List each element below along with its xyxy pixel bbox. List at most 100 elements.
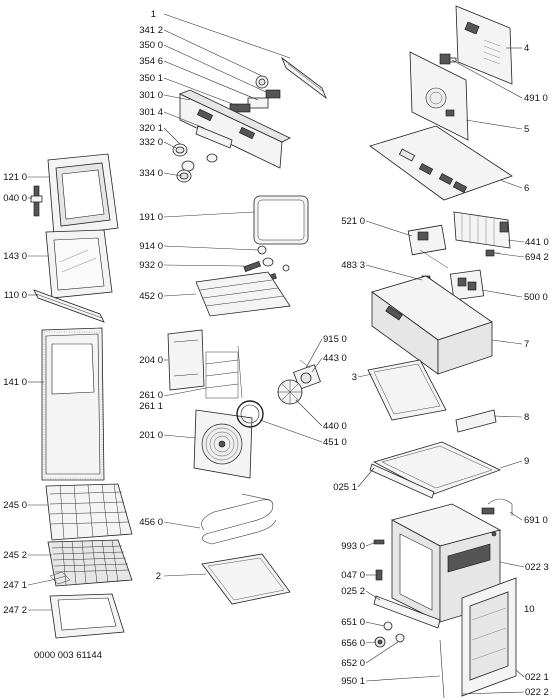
door-handle-drawing <box>33 289 105 323</box>
thermostat-drawing <box>485 249 500 257</box>
part-label: 191 0 <box>139 212 163 223</box>
rear-bracket-drawing <box>439 53 457 65</box>
back-panel-drawing <box>455 5 513 85</box>
door-glass-drawing <box>45 229 113 299</box>
heating-element-drawing <box>201 493 277 545</box>
shelf-guide-drawing <box>205 345 243 399</box>
part-label: 8 <box>524 412 529 423</box>
part-label: 456 0 <box>139 517 163 528</box>
part-label: 4 <box>524 43 529 54</box>
floor-panel-drawing <box>372 441 502 495</box>
part-label: 261 1 <box>139 401 163 412</box>
inner-glass-drawing <box>253 195 309 245</box>
part-label: 491 0 <box>524 93 548 104</box>
part-label: 7 <box>524 339 529 350</box>
part-label: 025 2 <box>341 586 365 597</box>
part-label: 121 0 <box>3 172 27 183</box>
part-label: 443 0 <box>323 353 347 364</box>
part-label: 301 4 <box>139 107 163 118</box>
switch-components-drawing <box>229 75 281 113</box>
rack-support-drawing <box>195 271 291 317</box>
part-label: 320 1 <box>139 123 163 134</box>
bottom-panel-drawing <box>201 553 291 605</box>
baking-tray-drawing <box>49 593 125 639</box>
part-label: 022 2 <box>525 687 549 698</box>
dense-rack-drawing <box>47 539 133 587</box>
part-label: 3 <box>352 372 357 383</box>
part-label: 143 0 <box>3 251 27 262</box>
control-knobs-drawing <box>172 143 218 183</box>
part-label: 993 0 <box>341 541 365 552</box>
fan-blade-drawing <box>277 379 303 405</box>
part-label: 440 0 <box>323 421 347 432</box>
screw-drawing <box>373 539 385 545</box>
top-plate-drawing <box>369 125 513 201</box>
part-label: 694 2 <box>525 252 549 263</box>
part-label: 500 0 <box>524 292 548 303</box>
part-label: 932 0 <box>139 260 163 271</box>
part-label: 350 0 <box>139 40 163 51</box>
part-label: 452 0 <box>139 291 163 302</box>
part-label: 141 0 <box>3 377 27 388</box>
part-label: 950 1 <box>341 676 365 687</box>
switch-block-drawing <box>407 224 449 269</box>
part-label: 652 0 <box>341 658 365 669</box>
cooling-fan-drawing <box>453 211 511 249</box>
part-label: 350 1 <box>139 73 163 84</box>
part-label: 691 0 <box>524 515 548 526</box>
part-label: 5 <box>524 124 529 135</box>
part-label: 441 0 <box>525 237 549 248</box>
part-label: 341 2 <box>139 25 163 36</box>
part-label: 354 6 <box>139 56 163 67</box>
display-window-drawing <box>195 125 233 149</box>
part-label: 025 1 <box>333 482 357 493</box>
inner-door-frame-drawing <box>47 153 119 237</box>
part-labels: 1 341 2 350 0 354 6 350 1 301 0 301 4 32… <box>3 9 549 698</box>
part-label: 651 0 <box>341 617 365 628</box>
front-rail-drawing <box>373 595 441 629</box>
inner-rear-panel-drawing <box>409 51 469 141</box>
small-panel-drawing <box>455 409 497 433</box>
part-label: 245 0 <box>3 500 27 511</box>
part-label: 914 0 <box>139 241 163 252</box>
lamp-parts-drawing <box>243 245 290 284</box>
rack-handle-drawing <box>49 571 71 585</box>
part-label: 521 0 <box>341 216 365 227</box>
small-knob-parts-drawing <box>374 621 405 648</box>
part-label: 110 0 <box>4 290 27 301</box>
part-label: 6 <box>524 183 529 194</box>
part-label: 261 0 <box>139 390 163 401</box>
outer-side-panel-drawing <box>461 577 517 697</box>
lamp-holder-drawing <box>481 498 513 516</box>
wire-rack-drawing <box>45 483 133 541</box>
part-label: 656 0 <box>341 638 365 649</box>
fan-motor-drawing <box>293 359 321 390</box>
part-label: 332 0 <box>139 137 163 148</box>
lower-rail-drawing <box>369 463 435 499</box>
part-label: 483 3 <box>341 260 365 271</box>
part-label: 301 0 <box>139 90 163 101</box>
part-label: 2 <box>156 571 161 582</box>
ring-element-drawing <box>236 400 264 428</box>
figure-code: 0000 003 61144 <box>34 650 102 661</box>
fan-cover-drawing <box>193 409 253 479</box>
part-label: 334 0 <box>139 168 163 179</box>
panel-bracket-drawing <box>281 56 327 100</box>
part-label: 9 <box>524 456 529 467</box>
part-label: 915 0 <box>323 334 347 345</box>
part-label: 247 2 <box>3 605 27 616</box>
part-label: 040 0 <box>3 193 27 204</box>
cabinet-frame-drawing <box>371 275 493 375</box>
side-rail-drawing <box>367 359 447 421</box>
part-label: 1 <box>151 9 156 20</box>
part-label: 022 3 <box>525 562 549 573</box>
part-label: 247 1 <box>3 580 27 591</box>
part-label: 451 0 <box>323 437 347 448</box>
rod-drawing <box>439 639 445 699</box>
leader-lines <box>27 13 525 695</box>
part-label: 022 1 <box>525 672 549 683</box>
part-label: 245 2 <box>3 550 27 561</box>
outer-door-glass-drawing <box>41 327 105 481</box>
side-panel-drawing <box>167 329 205 391</box>
